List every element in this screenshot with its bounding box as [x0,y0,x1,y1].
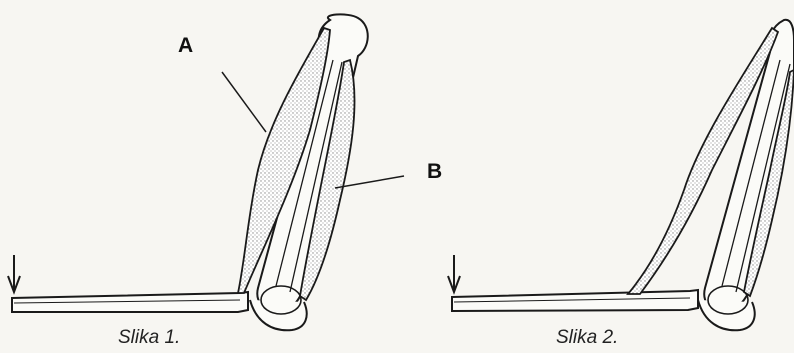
forearm-bone [452,290,698,311]
label-a-leader-line [222,72,266,132]
label-b: B [427,160,442,184]
label-a: A [178,34,193,58]
figure-1-caption: Slika 1. [118,327,180,349]
force-arrow-icon [448,255,460,292]
figure-2-arm [448,20,794,330]
force-arrow-icon [8,255,20,292]
elbow-joint [250,300,307,330]
figure-2-caption: Slika 2. [556,327,618,349]
figure-1-arm [8,14,404,330]
forearm-bone [12,292,248,312]
